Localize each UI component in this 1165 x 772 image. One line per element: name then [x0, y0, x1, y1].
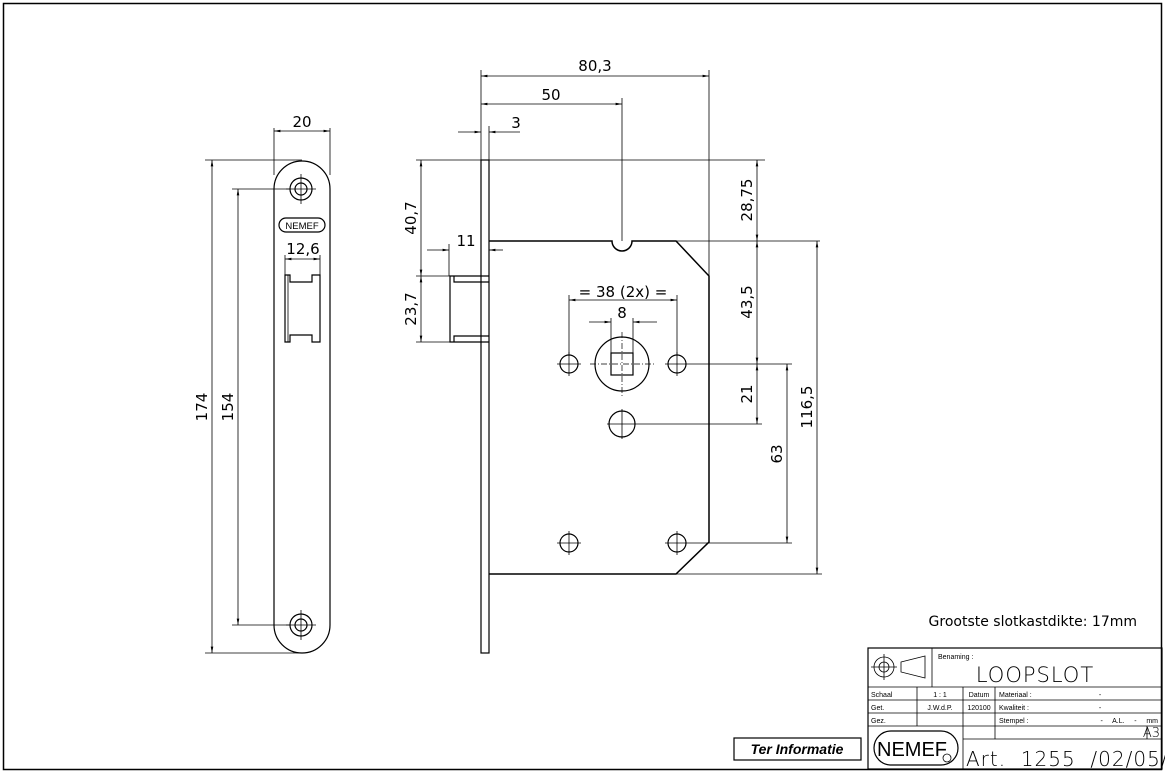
svg-text:Benaming :: Benaming : — [938, 654, 973, 661]
faceplate-dimensions: 20 12,6 174 154 — [193, 113, 331, 654]
svg-text:3: 3 — [511, 114, 521, 132]
svg-text:NEMEF: NEMEF — [877, 739, 947, 761]
screw-hole-icon — [665, 352, 689, 376]
spindle-hub-icon — [590, 332, 655, 396]
svg-text:Datum: Datum — [969, 692, 990, 699]
front-plate — [480, 159, 490, 654]
lock-body-view — [449, 159, 710, 654]
svg-text:120100: 120100 — [967, 705, 990, 712]
svg-text:21: 21 — [738, 384, 756, 403]
svg-text:20: 20 — [292, 113, 311, 131]
svg-text:NEMEF: NEMEF — [285, 221, 318, 232]
svg-text:J.W.d.P.: J.W.d.P. — [927, 705, 952, 712]
drawing-title: LOOPSLOT — [976, 663, 1094, 687]
svg-text:1 : 1: 1 : 1 — [933, 692, 947, 699]
svg-text:Ter Informatie: Ter Informatie — [751, 741, 844, 757]
case-outline — [489, 240, 710, 575]
nemef-logo: NEMEF — [873, 730, 959, 766]
svg-text:80,3: 80,3 — [578, 57, 611, 75]
svg-text:8: 8 — [617, 304, 627, 322]
svg-text:A3: A3 — [1143, 726, 1160, 741]
svg-text:154: 154 — [219, 393, 237, 422]
svg-text:23,7: 23,7 — [402, 292, 420, 325]
svg-text:174: 174 — [193, 393, 211, 422]
svg-text:Materiaal :: Materiaal : — [999, 692, 1032, 699]
svg-text:= 38 (2x) =: = 38 (2x) = — [579, 283, 668, 301]
cylinder-hole-icon — [607, 409, 637, 439]
svg-text:-: - — [1099, 692, 1102, 699]
screw-hole-icon — [665, 531, 689, 555]
title-block: Benaming : LOOPSLOT Schaal 1 : 1 Datum M… — [867, 647, 1165, 771]
svg-text:12,6: 12,6 — [286, 240, 319, 258]
svg-text:-: - — [1099, 705, 1102, 712]
svg-text:Stempel :: Stempel : — [999, 718, 1029, 725]
svg-text:50: 50 — [541, 86, 560, 104]
svg-text:116,5: 116,5 — [798, 386, 816, 429]
lock-body-dimensions: 80,3 50 3 40,7 11 23,7 = 38 (2x) = — [402, 57, 822, 575]
svg-text:Gez.: Gez. — [871, 718, 886, 725]
screw-hole-icon — [557, 531, 581, 555]
svg-text:Get.: Get. — [871, 705, 884, 712]
max-case-thickness-note: Grootste slotkastdikte: 17mm — [929, 614, 1137, 630]
svg-text:11: 11 — [456, 232, 475, 250]
article-number: Art. 1255 /02/05/17 — [966, 747, 1165, 771]
nemef-faceplate-logo: NEMEF — [278, 217, 326, 233]
svg-text:Kwaliteit :: Kwaliteit : — [999, 705, 1029, 712]
projection-symbol-icon — [871, 654, 926, 680]
latch-opening — [284, 274, 321, 343]
svg-text:43,5: 43,5 — [738, 285, 756, 318]
faceplate-view: NEMEF — [273, 160, 331, 654]
svg-text:Schaal: Schaal — [871, 692, 893, 699]
svg-text:- A.L. - mm: - A.L. - mm — [1100, 718, 1158, 725]
screw-hole-top-icon — [286, 174, 316, 204]
svg-text:28,75: 28,75 — [738, 179, 756, 222]
svg-text:63: 63 — [768, 444, 786, 463]
screw-hole-bottom-icon — [286, 610, 316, 640]
screw-hole-icon — [557, 352, 581, 376]
ter-informatie-stamp: Ter Informatie — [733, 737, 862, 761]
latch — [449, 275, 489, 343]
svg-text:40,7: 40,7 — [402, 201, 420, 234]
faceplate-outline — [273, 160, 331, 654]
